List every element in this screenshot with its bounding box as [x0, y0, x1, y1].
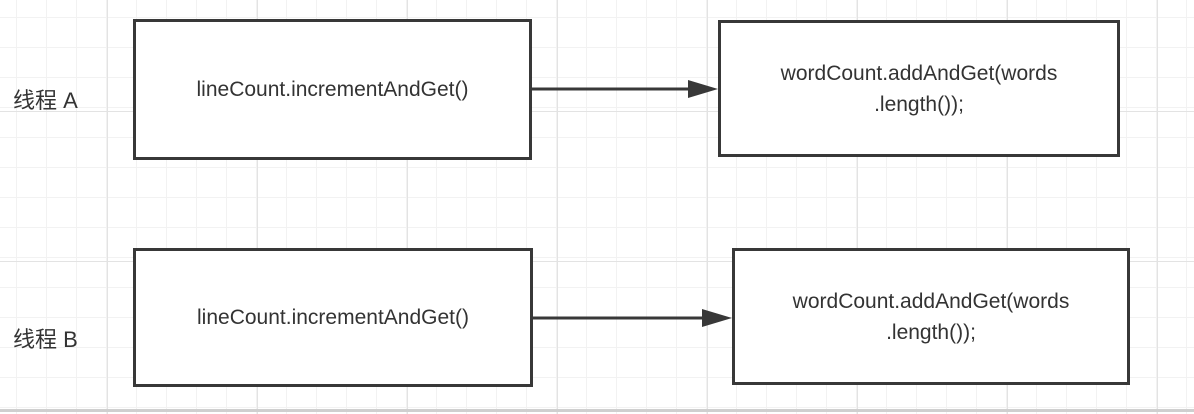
thread-b-right-box-text-line1: wordCount.addAndGet(words [792, 289, 1070, 313]
thread-a-right-box-text-line2: .length()); [874, 92, 964, 116]
thread-b-left-box-text: lineCount.incrementAndGet() [197, 306, 469, 329]
thread-b-left-box: lineCount.incrementAndGet() [133, 248, 533, 387]
thread-b-label: 线程 B [13, 327, 78, 352]
thread-a-right-box: wordCount.addAndGet(words .length()); [718, 20, 1120, 157]
thread-a-arrow-icon [532, 80, 718, 98]
thread-a-label: 线程 A [13, 88, 78, 113]
grid-edge-line [0, 409, 1194, 412]
thread-b-right-box-text-line2: .length()); [886, 320, 976, 344]
thread-a-right-box-text-line1: wordCount.addAndGet(words [780, 61, 1058, 85]
thread-b-arrow-icon [533, 309, 732, 327]
thread-a-left-box: lineCount.incrementAndGet() [133, 19, 532, 160]
thread-b-right-box: wordCount.addAndGet(words .length()); [732, 248, 1130, 385]
thread-a-left-box-text: lineCount.incrementAndGet() [196, 78, 469, 101]
